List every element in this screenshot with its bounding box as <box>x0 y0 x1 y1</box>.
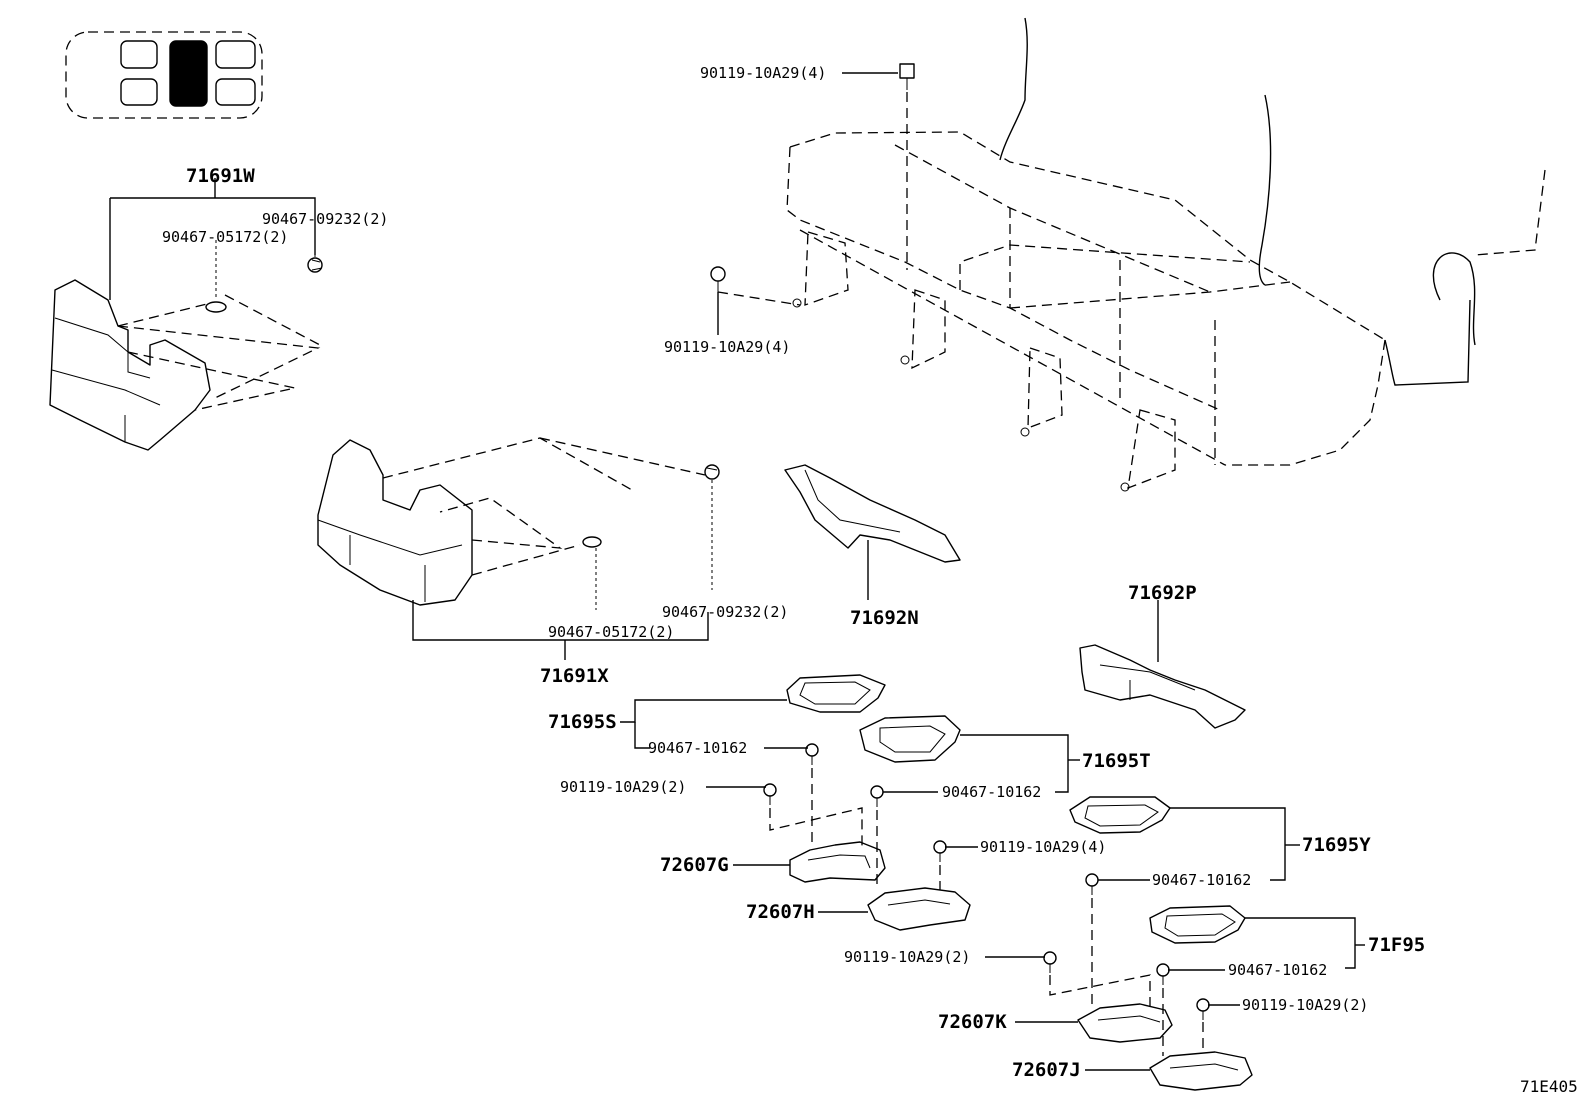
label-71695T: 71695T <box>1082 750 1151 772</box>
label-71F95: 71F95 <box>1368 934 1425 956</box>
bolt-90119-10A29-4-top-icon <box>899 63 915 90</box>
bolt-90119-10A29-4-mid-icon <box>710 266 726 292</box>
label-90467-10162-a: 90467-10162 <box>648 739 747 757</box>
bolt-90119-10A29-2-a-icon <box>763 783 777 805</box>
part-71692P-duct <box>1079 644 1246 729</box>
label-90119-10A29-2-a: 90119-10A29(2) <box>560 778 686 796</box>
clip-90467-10162-d-icon <box>1156 963 1170 985</box>
label-90467-09232-a: 90467-09232(2) <box>262 210 388 228</box>
label-90467-10162-d: 90467-10162 <box>1228 961 1327 979</box>
label-90467-10162-c: 90467-10162 <box>1152 871 1251 889</box>
label-71695Y: 71695Y <box>1302 834 1371 856</box>
label-71695S: 71695S <box>548 711 617 733</box>
seat-locator-highlighted-seat <box>169 40 208 107</box>
label-71692N: 71692N <box>850 607 919 629</box>
seat-locator-rear-left <box>120 78 158 106</box>
part-72607J-bracket <box>1149 1051 1253 1091</box>
part-71695Y-tray <box>1069 796 1171 834</box>
seat-locator-rear-right <box>215 78 256 106</box>
label-90467-09232-b: 90467-09232(2) <box>662 603 788 621</box>
bolt-90119-10A29-4-c-icon <box>933 840 947 862</box>
label-71692P: 71692P <box>1128 582 1197 604</box>
label-71691X: 71691X <box>540 665 609 687</box>
label-72607J: 72607J <box>1012 1059 1081 1081</box>
clip-90467-05172-b-icon <box>582 536 602 548</box>
label-90119-10A29-2-c: 90119-10A29(2) <box>1242 996 1368 1014</box>
seat-locator-front-right <box>215 40 256 69</box>
label-72607K: 72607K <box>938 1011 1007 1033</box>
seat-cushion-outline <box>786 131 1386 492</box>
seat-locator-icon <box>65 31 263 119</box>
seat-locator-front-left <box>120 40 158 69</box>
part-71691X-cover <box>317 439 473 606</box>
part-72607G-bracket <box>789 841 886 883</box>
part-72607H-bracket <box>867 887 971 931</box>
clip-90467-09232-a-icon <box>307 257 323 273</box>
label-90119-10A29-4-c: 90119-10A29(4) <box>980 838 1106 856</box>
clip-90467-10162-b-icon <box>870 785 884 807</box>
label-72607G: 72607G <box>660 854 729 876</box>
part-72607K-bracket <box>1077 1003 1173 1043</box>
label-90119-10A29-2-b: 90119-10A29(2) <box>844 948 970 966</box>
bolt-90119-10A29-2-b-icon <box>1043 951 1057 973</box>
label-90119-10A29-4-mid: 90119-10A29(4) <box>664 338 790 356</box>
seat-back-outline <box>999 17 1546 386</box>
part-71F95-tray <box>1149 905 1246 944</box>
clip-90467-10162-a-icon <box>805 743 819 765</box>
label-90467-05172-a: 90467-05172(2) <box>162 228 288 246</box>
label-72607H: 72607H <box>746 901 815 923</box>
label-90467-05172-b: 90467-05172(2) <box>548 623 674 641</box>
part-71695T-tray <box>859 715 961 763</box>
label-90119-10A29-4-top: 90119-10A29(4) <box>700 64 826 82</box>
label-90467-10162-b: 90467-10162 <box>942 783 1041 801</box>
label-71691W: 71691W <box>186 165 255 187</box>
part-71691W-cover <box>49 279 211 451</box>
part-71692N-duct <box>784 464 961 563</box>
clip-90467-09232-b-icon <box>704 464 720 480</box>
clip-90467-05172-a-icon <box>205 301 227 313</box>
bolt-90119-10A29-2-c-icon <box>1196 998 1210 1020</box>
clip-90467-10162-c-icon <box>1085 873 1099 895</box>
part-71695S-tray <box>786 674 886 713</box>
diagram-reference: 71E405 <box>1520 1077 1578 1096</box>
